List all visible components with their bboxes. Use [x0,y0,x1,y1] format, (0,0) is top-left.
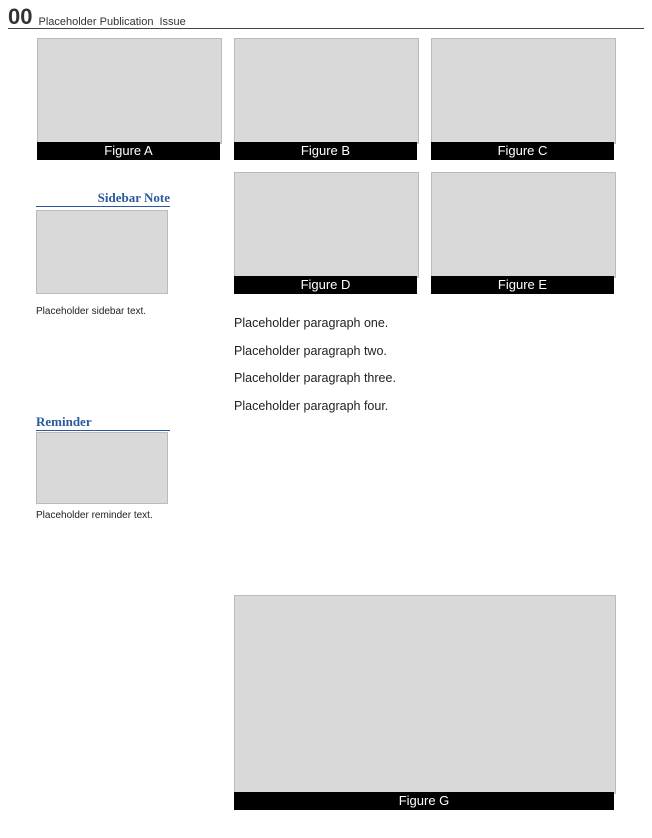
publication-title: Placeholder Publication [38,16,154,28]
figure-caption: Figure G [234,792,614,810]
paragraph: Placeholder paragraph one. [234,316,389,330]
figure-caption: Figure D [234,276,417,294]
figure-image [431,172,616,278]
figure-image [37,38,222,144]
figure-image [431,38,616,144]
paragraph: Placeholder paragraph two. [234,343,387,358]
article-body: Placeholder paragraph one. Placeholder p… [234,316,614,426]
figure-image [234,595,616,794]
figure-image [234,38,419,144]
sidebar-section-title: Reminder [36,414,170,431]
sidebar-section-title: Sidebar Note [36,190,170,207]
issue-label: Issue [159,16,186,28]
paragraph: Placeholder paragraph three. [234,371,396,385]
sidebar-text: Placeholder sidebar text. [36,306,147,317]
figure-image [234,172,419,278]
figure-caption: Figure A [37,142,220,160]
page-header: 00 Placeholder Publication Issue [8,6,644,29]
sidebar-text: Placeholder reminder text. [36,510,153,521]
figure-caption: Figure C [431,142,614,160]
paragraph: Placeholder paragraph four. [234,398,389,413]
figure-caption: Figure B [234,142,417,160]
sidebar-image [36,210,168,294]
figure-caption: Figure E [431,276,614,294]
page-number: 00 [8,4,33,29]
sidebar-image [36,432,168,504]
